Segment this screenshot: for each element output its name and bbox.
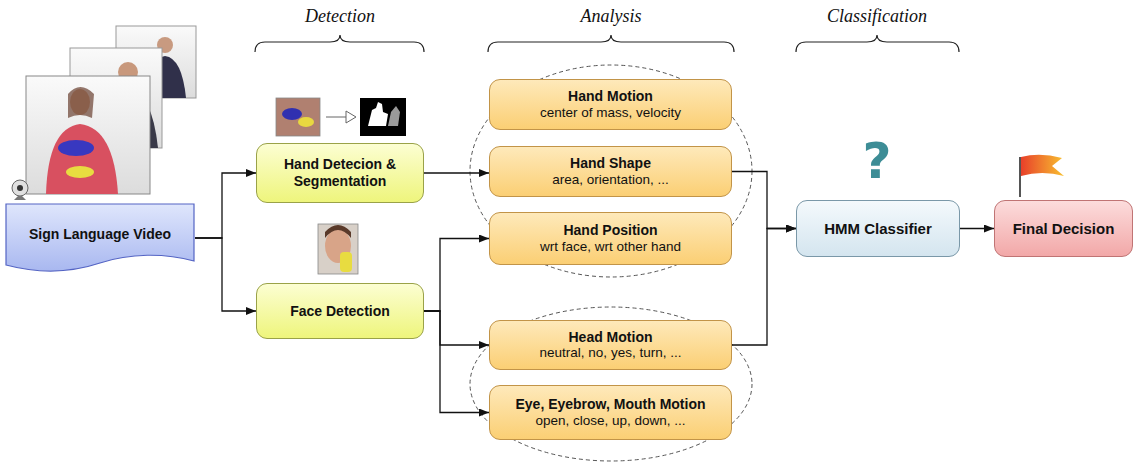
node-content: Final Decision bbox=[995, 216, 1132, 242]
node-content: Face Detection bbox=[257, 299, 423, 324]
node-title: HMM Classifier bbox=[805, 220, 951, 238]
node-content: Sign Language Video bbox=[5, 222, 195, 255]
feature-box: Hand Positionwrt face, wrt other hand bbox=[489, 212, 732, 265]
node-title: Final Decision bbox=[1003, 220, 1124, 238]
classifier-box: HMM Classifier bbox=[796, 200, 960, 257]
glove bbox=[298, 117, 314, 127]
node-content: HMM Classifier bbox=[797, 216, 959, 242]
connector-arrow bbox=[960, 228, 994, 229]
node-content: Eye, Eyebrow, Mouth Motionopen, close, u… bbox=[490, 392, 731, 433]
node-title: Face Detection bbox=[265, 303, 415, 320]
node-detail: neutral, no, yes, turn, ... bbox=[498, 345, 723, 361]
webcam-icon bbox=[12, 180, 28, 200]
node-title: Sign Language Video bbox=[13, 226, 187, 243]
node-detail: wrt face, wrt other hand bbox=[498, 239, 723, 255]
node-title: Hand Position bbox=[498, 222, 723, 239]
node-content: Hand Positionwrt face, wrt other hand bbox=[490, 218, 731, 259]
hand-mask bbox=[368, 102, 388, 126]
connector-arrow bbox=[424, 239, 489, 312]
person-hair bbox=[68, 87, 94, 118]
section-brace bbox=[488, 35, 734, 52]
connector-arrow bbox=[732, 229, 796, 346]
node-content: Head Motionneutral, no, yes, turn, ... bbox=[490, 325, 731, 366]
section-heading: Classification bbox=[827, 6, 927, 27]
hair bbox=[325, 225, 351, 238]
connector-arrow bbox=[424, 172, 489, 173]
node-title: Hand Shape bbox=[498, 155, 723, 172]
feature-box: Hand Shapearea, orientation, ... bbox=[489, 146, 732, 197]
node-title: Head Motion bbox=[498, 329, 723, 346]
connector-arrow bbox=[195, 238, 256, 311]
section-brace bbox=[255, 35, 424, 52]
connector-arrow bbox=[424, 311, 489, 413]
process-box: Face Detection bbox=[256, 283, 424, 339]
hand-thumbnail bbox=[276, 98, 406, 136]
node-title: Eye, Eyebrow, Mouth Motion bbox=[498, 396, 723, 413]
feature-box: Hand Motioncenter of mass, velocity bbox=[489, 79, 732, 130]
node-content: Hand Shapearea, orientation, ... bbox=[490, 151, 731, 192]
person-body bbox=[46, 124, 118, 194]
node-content: Hand Motioncenter of mass, velocity bbox=[490, 84, 731, 125]
question-mark: ? bbox=[862, 136, 891, 186]
flag-icon bbox=[1020, 155, 1064, 197]
hand-thumbnail bbox=[276, 98, 320, 136]
node-title: Hand Detecion & Segmentation bbox=[265, 156, 415, 190]
flag-cloth bbox=[1021, 155, 1064, 176]
flag-pole bbox=[1019, 157, 1021, 197]
process-box: Hand Detecion & Segmentation bbox=[256, 143, 424, 203]
node-content: Hand Detecion & Segmentation bbox=[257, 152, 423, 194]
section-brace bbox=[796, 35, 959, 52]
webcam-lens bbox=[17, 185, 23, 191]
document-outline bbox=[6, 204, 194, 271]
hand-mask bbox=[388, 106, 400, 126]
feature-box: Head Motionneutral, no, yes, turn, ... bbox=[489, 320, 732, 370]
mask-thumbnail bbox=[360, 98, 406, 136]
webcam-body bbox=[12, 180, 28, 196]
thumbnail-arrow bbox=[326, 117, 346, 118]
glove bbox=[66, 166, 94, 178]
section-heading: Analysis bbox=[581, 6, 642, 27]
decision-box: Final Decision bbox=[994, 200, 1133, 257]
section-heading: Detection bbox=[305, 6, 375, 27]
node-detail: open, close, up, down, ... bbox=[498, 413, 723, 429]
node-detail: area, orientation, ... bbox=[498, 172, 723, 188]
connector-arrow bbox=[424, 311, 489, 345]
group-ellipse bbox=[470, 307, 752, 461]
thumbnail-arrow bbox=[346, 111, 356, 123]
node-detail: center of mass, velocity bbox=[498, 105, 723, 121]
webcam-stand bbox=[14, 196, 26, 200]
connector-arrow bbox=[195, 173, 256, 238]
face-thumbnail bbox=[318, 224, 358, 274]
video-document: Sign Language Video bbox=[5, 203, 195, 273]
node-title: Hand Motion bbox=[498, 88, 723, 105]
video-frame bbox=[26, 76, 150, 194]
feature-box: Eye, Eyebrow, Mouth Motionopen, close, u… bbox=[489, 385, 732, 440]
connector-arrow bbox=[732, 172, 796, 229]
video-frame bbox=[26, 76, 150, 194]
glove bbox=[282, 108, 302, 120]
group-ellipse bbox=[470, 65, 752, 277]
glove bbox=[340, 252, 352, 272]
face-thumbnail bbox=[318, 224, 358, 274]
glove bbox=[58, 140, 94, 156]
